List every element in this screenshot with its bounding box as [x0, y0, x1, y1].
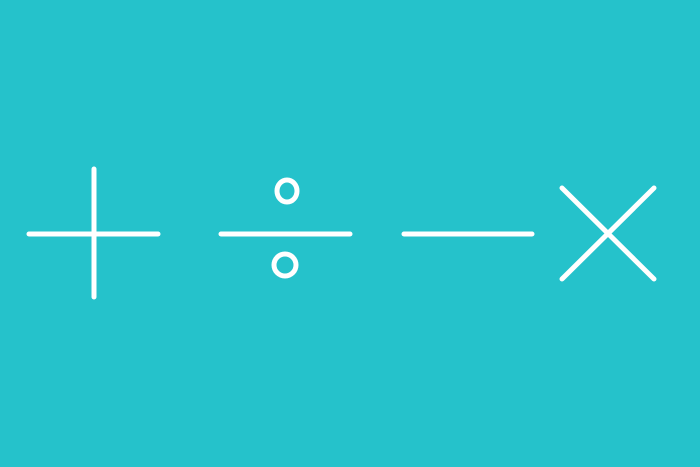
- plus-icon: [26, 166, 161, 300]
- divide-icon: [218, 177, 353, 279]
- times-icon: [559, 185, 657, 282]
